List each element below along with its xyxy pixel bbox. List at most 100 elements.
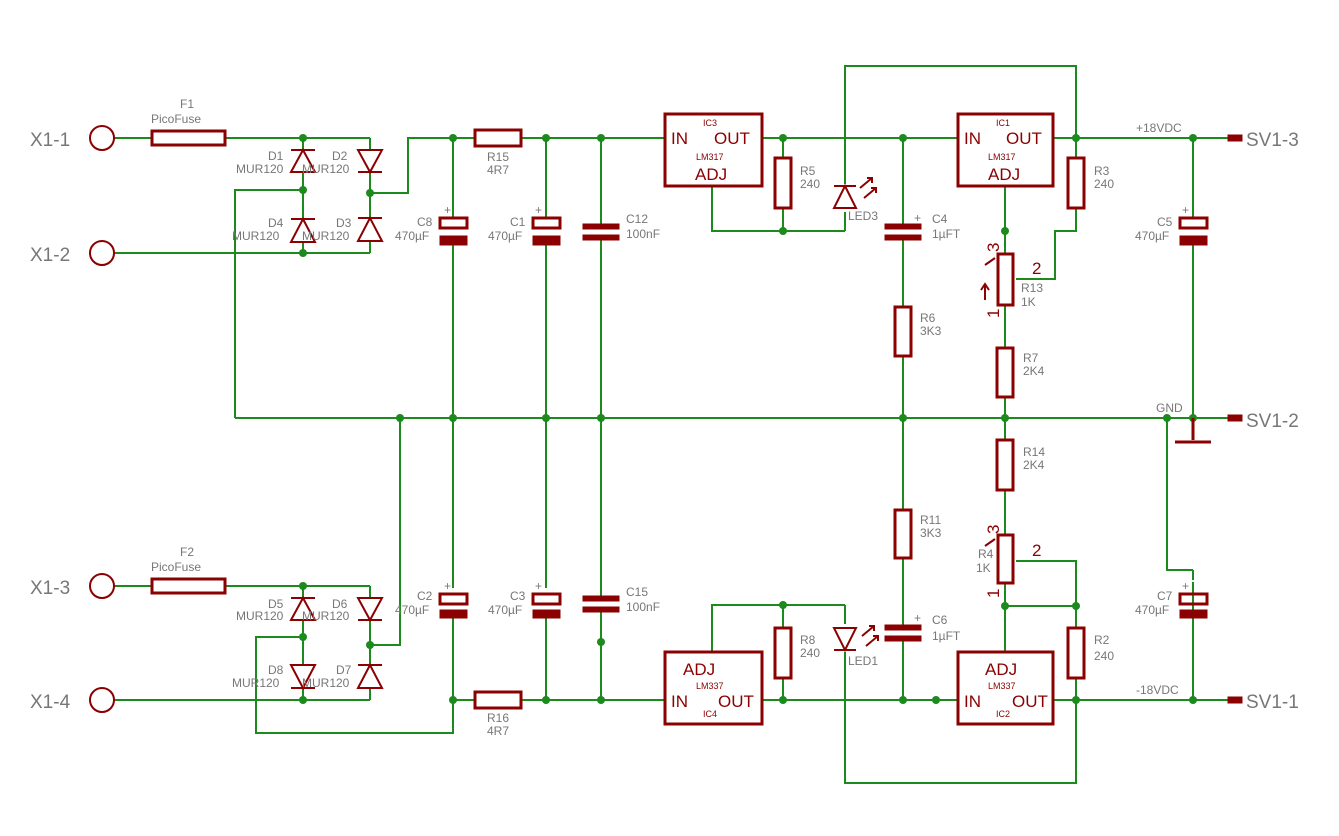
resistor-r3-name: R3	[1094, 164, 1110, 178]
cap-c3-plus: +	[535, 579, 542, 593]
diode-d4	[289, 216, 317, 243]
diode-d7	[356, 662, 384, 689]
ic1-pin-adj: ADJ	[988, 165, 1020, 184]
diode-d6-name: D6	[332, 597, 348, 611]
resistor-r5-name: R5	[800, 164, 816, 178]
resistor-r3: R3 240	[1066, 156, 1114, 210]
regulator-ic2: ADJ IN OUT LM337 IC2	[956, 650, 1055, 726]
cap-c5-name: C5	[1157, 215, 1173, 229]
cap-c8-name: C8	[417, 215, 433, 229]
cap-c8: + C8 470µF	[395, 203, 469, 246]
cap-c1-plus: +	[535, 203, 542, 217]
pad-x1-1	[89, 125, 115, 151]
ic1-name: IC1	[996, 118, 1010, 128]
cap-c4: + C4 1µFT	[884, 211, 961, 241]
diode-d6	[356, 597, 384, 623]
ic2-name: IC2	[996, 709, 1010, 719]
resistor-r14-value: 2K4	[1023, 458, 1045, 472]
cap-c4-name: C4	[932, 212, 948, 226]
pot-r4-pin3: 3	[984, 525, 1003, 534]
cap-c7-value: 470µF	[1135, 603, 1169, 617]
regulator-ic1: IN OUT ADJ IC1 LM317	[956, 112, 1055, 188]
diode-bridge-bottom: D5 MUR120 D6 D8 MUR120 D7	[232, 595, 384, 691]
pot-r13-pin2: 2	[1032, 259, 1041, 278]
cap-c6: + C6 1µFT	[884, 611, 961, 643]
diode-d5	[289, 595, 317, 621]
diode-d1-value: MUR120	[236, 162, 284, 176]
diode-d1	[289, 147, 317, 173]
ic4-pin-in: IN	[671, 692, 688, 711]
ic2-pin-adj: ADJ	[985, 660, 1017, 679]
ic4-type: LM337	[696, 681, 724, 691]
resistor-r15-name: R15	[487, 150, 509, 164]
diode-d4-value: MUR120	[232, 229, 280, 243]
resistor-r5: R5 240	[773, 156, 820, 210]
led1-ray-1	[861, 625, 875, 637]
pot-r13-arrow	[980, 282, 990, 300]
diode-d3-name: D3	[336, 216, 352, 230]
resistor-r16: R16 4R7	[473, 690, 523, 738]
resistor-r14-name: R14	[1023, 445, 1045, 459]
cap-c1: + C1 470µF	[488, 203, 562, 246]
resistor-r15-value: 4R7	[487, 163, 509, 177]
connector-sv1: SV1-3 SV1-2 SV1-1 +18VDC GND -18VDC	[1136, 121, 1299, 713]
pot-r13-pin1: 1	[984, 309, 1003, 318]
cap-c8-plus: +	[444, 203, 451, 217]
resistor-r6-value: 3K3	[920, 324, 942, 338]
ic3-name: IC3	[703, 118, 717, 128]
label-x1-1: X1-1	[30, 130, 70, 151]
led-led3-name: LED3	[848, 209, 878, 223]
resistor-r3-value: 240	[1094, 177, 1114, 191]
resistor-r2: R2 240	[1066, 626, 1114, 680]
diode-d1-name: D1	[268, 149, 284, 163]
ic2-type: LM337	[988, 681, 1016, 691]
resistor-r11: R11 3K3	[893, 508, 942, 560]
fuse-f1: F1 PicoFuse	[150, 97, 227, 147]
pot-r4: R4 1K 2 3 1	[976, 525, 1041, 598]
cap-c5: + C5 470µF	[1135, 203, 1209, 246]
resistor-r8-name: R8	[800, 633, 816, 647]
diode-bridge-top: D1 MUR120 D2 D4 MUR120 D3	[232, 147, 384, 243]
resistor-r8: R8 240	[773, 626, 820, 680]
cap-c2: + C2 470µF	[395, 579, 469, 619]
cap-c12-name: C12	[626, 212, 648, 226]
fuse-f2-name: F2	[180, 545, 194, 559]
diode-d2-value: MUR120	[302, 162, 350, 176]
cap-c12: C12 100nF	[582, 212, 660, 241]
pad-x1-2	[89, 240, 115, 266]
resistor-r7-value: 2K4	[1023, 364, 1045, 378]
resistor-r7: R7 2K4	[995, 346, 1045, 399]
led3-ray-1	[859, 177, 873, 189]
cap-c15-value: 100nF	[626, 600, 660, 614]
ic4-name: IC4	[703, 709, 717, 719]
label-x1-4: X1-4	[30, 692, 71, 713]
diode-d2-name: D2	[332, 149, 348, 163]
ic2-pin-out: OUT	[1012, 692, 1048, 711]
cap-c4-value: 1µFT	[932, 227, 961, 241]
diode-d8-value: MUR120	[232, 676, 280, 690]
cap-c2-name: C2	[417, 589, 433, 603]
led-led3: LED3	[832, 177, 878, 223]
led3-ray-2	[863, 187, 877, 199]
ic1-type: LM317	[988, 152, 1016, 162]
fuse-f2: F2 PicoFuse	[150, 545, 227, 595]
resistor-r8-value: 240	[800, 646, 820, 660]
resistor-r14: R14 2K4	[995, 438, 1045, 492]
label-x1-2: X1-2	[30, 245, 70, 266]
led-led1: LED1	[832, 625, 879, 668]
pot-r13-name: R13	[1021, 281, 1043, 295]
diode-d7-name: D7	[336, 663, 352, 677]
ground-symbol	[1175, 418, 1211, 444]
cap-c7-plus: +	[1182, 579, 1189, 593]
ic1-pin-out: OUT	[1006, 129, 1042, 148]
connector-x1: X1-1 X1-2 X1-3 X1-4	[30, 125, 115, 713]
fuse-f1-value: PicoFuse	[151, 112, 201, 126]
resistor-r11-value: 3K3	[920, 526, 942, 540]
diode-d2	[356, 149, 384, 175]
pin-sv1-1	[1227, 696, 1243, 704]
regulator-ic3: IN OUT ADJ IC3 LM317	[663, 112, 764, 188]
diode-d3-value: MUR120	[302, 229, 350, 243]
cap-c3-name: C3	[510, 589, 526, 603]
cap-c4-plus: +	[914, 211, 921, 225]
resistor-r15: R15 4R7	[473, 128, 523, 177]
